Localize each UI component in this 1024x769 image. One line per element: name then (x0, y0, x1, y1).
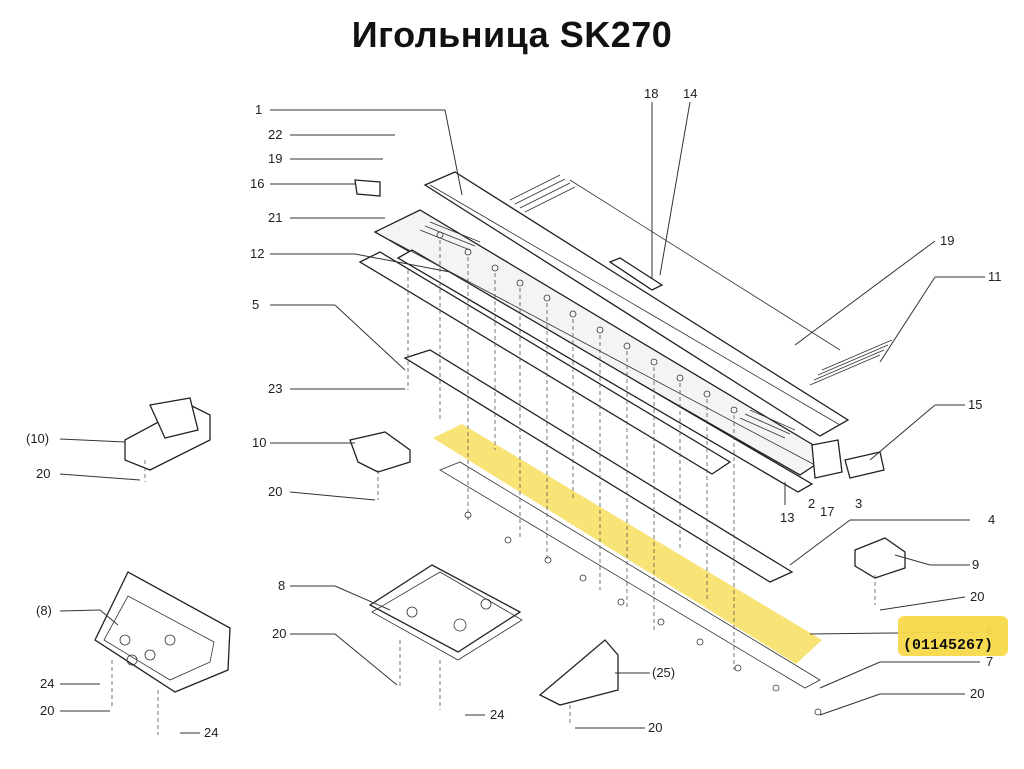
needle-bundle-right (809, 339, 893, 386)
part-6-highlight (433, 424, 822, 664)
label-20: 20 (970, 686, 984, 701)
bracket-10-center (349, 431, 411, 500)
label-14: 14 (683, 86, 697, 101)
label-3: 3 (855, 496, 862, 511)
diagram-title: Игольница SK270 (351, 14, 673, 55)
label-5: 5 (252, 297, 259, 312)
needle-bundle-upper (509, 174, 841, 351)
label-8-paren: (8) (36, 603, 52, 618)
label-20: 20 (40, 703, 54, 718)
label-11: 11 (988, 269, 1002, 284)
label-2: 2 (808, 496, 815, 511)
label-24: 24 (490, 707, 504, 722)
main-rail-assembly (354, 171, 885, 716)
part-code-highlight (898, 616, 1008, 656)
label-19: 19 (268, 151, 282, 166)
label-10: 10 (252, 435, 266, 450)
part-code: (01145267) (903, 637, 994, 654)
label-19: 19 (940, 233, 954, 248)
label-20: 20 (648, 720, 662, 735)
label-8: 8 (278, 578, 285, 593)
label-10-paren: (10) (26, 431, 49, 446)
label-17: 17 (820, 504, 834, 519)
plate-8 (368, 564, 523, 710)
label-24: 24 (40, 676, 54, 691)
label-1: 1 (255, 102, 262, 117)
label-20: 20 (970, 589, 984, 604)
label-24: 24 (204, 725, 218, 740)
bracket-10-left (124, 397, 211, 482)
label-7: 7 (986, 654, 993, 669)
label-23: 23 (268, 381, 282, 396)
bracket-9 (854, 537, 906, 605)
label-25-paren: (25) (652, 665, 675, 680)
label-20: 20 (36, 466, 50, 481)
label-21: 21 (268, 210, 282, 225)
label-16: 16 (250, 176, 264, 191)
label-15: 15 (968, 397, 982, 412)
label-20: 20 (272, 626, 286, 641)
leader-lines (59, 101, 985, 734)
label-22: 22 (268, 127, 282, 142)
bracket-25 (538, 639, 619, 725)
label-20: 20 (268, 484, 282, 499)
label-13: 13 (780, 510, 794, 525)
cover-8 (94, 571, 231, 735)
label-9: 9 (972, 557, 979, 572)
label-18: 18 (644, 86, 658, 101)
label-4: 4 (988, 512, 995, 527)
label-12: 12 (250, 246, 264, 261)
